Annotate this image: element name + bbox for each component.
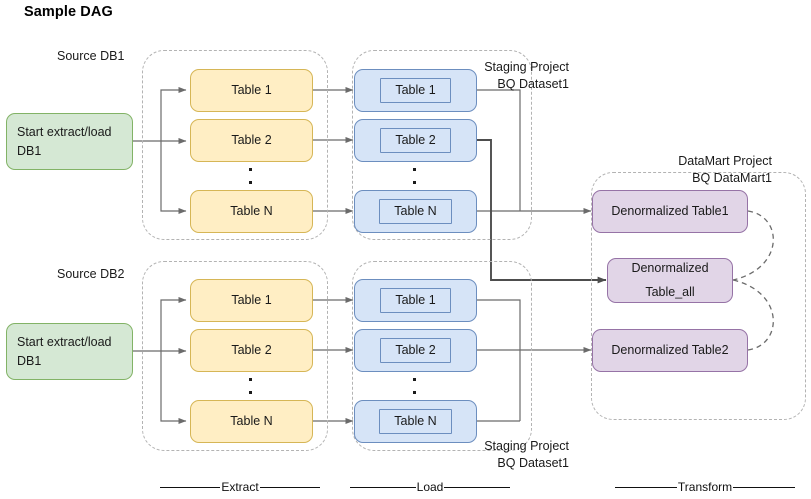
label-datamart: DataMart Project BQ DataMart1 — [678, 154, 772, 185]
start-node-db1[interactable]: Start extract/load DB1 — [6, 113, 133, 170]
phase-transform-rule-left — [615, 486, 677, 488]
group-datamart — [591, 172, 806, 420]
group-staging-bottom — [352, 261, 532, 451]
phase-transform-label: Transform — [677, 480, 733, 494]
extract-db1-table-2[interactable]: Table 2 — [190, 119, 313, 162]
load-db1-table-n-label: Table N — [379, 199, 452, 224]
phase-transform: Transform — [615, 480, 796, 494]
group-source-db2 — [142, 261, 328, 451]
label-staging-bottom: Staging Project BQ Dataset1 — [484, 439, 569, 470]
label-staging-top: Staging Project BQ Dataset1 — [484, 60, 569, 91]
ellipsis-dot — [249, 378, 252, 381]
phase-load-rule-left — [350, 486, 416, 488]
denormalized-table-all-line1: Denormalized — [631, 260, 709, 275]
page-title: Sample DAG — [24, 4, 113, 20]
extract-db1-table-n[interactable]: Table N — [190, 190, 313, 233]
load-db2-table-2[interactable]: Table 2 — [354, 329, 477, 372]
ellipsis-dot — [249, 181, 252, 184]
denormalized-table-all[interactable]: Denormalized Table_all — [607, 258, 733, 303]
load-db2-table-1-label: Table 1 — [380, 288, 451, 313]
denormalized-table2[interactable]: Denormalized Table2 — [592, 329, 748, 372]
phase-transform-rule-right — [733, 486, 796, 488]
load-db2-table-1[interactable]: Table 1 — [354, 279, 477, 322]
ellipsis-dot — [249, 168, 252, 171]
ellipsis-dot — [413, 378, 416, 381]
ellipsis-dot — [413, 391, 416, 394]
load-db1-table-2[interactable]: Table 2 — [354, 119, 477, 162]
phase-extract: Extract — [160, 480, 320, 494]
load-db1-table-1-label: Table 1 — [380, 78, 451, 103]
start-node-db1-line2: DB1 — [17, 143, 42, 158]
group-source-db1 — [142, 50, 328, 240]
phase-extract-label: Extract — [221, 480, 259, 494]
load-db2-table-2-label: Table 2 — [380, 338, 451, 363]
start-node-db2-line2: DB1 — [17, 353, 42, 368]
extract-db1-table-1[interactable]: Table 1 — [190, 69, 313, 112]
phase-load: Load — [350, 480, 511, 494]
load-db2-table-n-label: Table N — [379, 409, 452, 434]
phase-extract-rule-left — [160, 486, 221, 488]
phase-extract-rule-right — [259, 486, 320, 488]
phase-load-rule-right — [444, 486, 511, 488]
label-source-db1: Source DB1 — [57, 49, 125, 63]
load-db2-table-n[interactable]: Table N — [354, 400, 477, 443]
denormalized-table-all-line2: Table_all — [645, 284, 695, 299]
load-db1-table-1[interactable]: Table 1 — [354, 69, 477, 112]
ellipsis-dot — [413, 181, 416, 184]
start-node-db1-line1: Start extract/load — [17, 125, 112, 140]
label-source-db2: Source DB2 — [57, 267, 125, 281]
denormalized-table1[interactable]: Denormalized Table1 — [592, 190, 748, 233]
ellipsis-dot — [413, 168, 416, 171]
extract-db2-table-1[interactable]: Table 1 — [190, 279, 313, 322]
phase-load-label: Load — [416, 480, 444, 494]
load-db1-table-2-label: Table 2 — [380, 128, 451, 153]
ellipsis-dot — [249, 391, 252, 394]
extract-db2-table-n[interactable]: Table N — [190, 400, 313, 443]
group-staging-top — [352, 50, 532, 240]
start-node-db2[interactable]: Start extract/load DB1 — [6, 323, 133, 380]
start-node-db2-line1: Start extract/load — [17, 335, 112, 350]
extract-db2-table-2[interactable]: Table 2 — [190, 329, 313, 372]
load-db1-table-n[interactable]: Table N — [354, 190, 477, 233]
